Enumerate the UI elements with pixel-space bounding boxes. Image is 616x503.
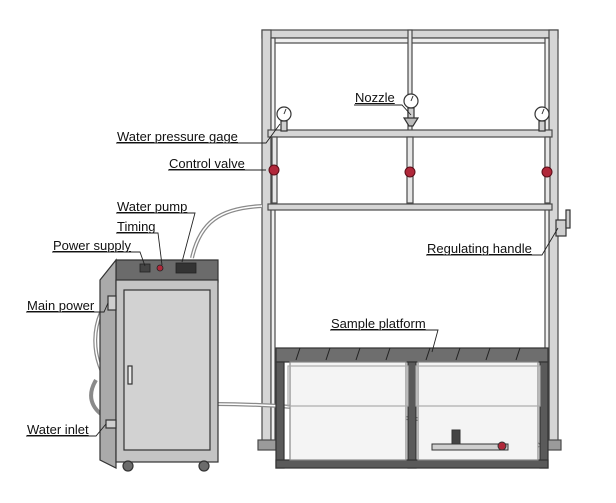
main-power-label: Main power	[27, 298, 95, 313]
regulating-handle-label: Regulating handle	[427, 241, 532, 256]
control-cabinet	[99, 258, 219, 472]
water-pressure-gage-label: Water pressure gage	[117, 129, 238, 144]
control-valve-label: Control valve	[169, 156, 245, 171]
power-supply-label: Power supply	[53, 238, 132, 253]
platform-slats	[295, 347, 521, 361]
water-inlet-label: Water inlet	[27, 422, 89, 437]
regulating-handle	[555, 209, 571, 237]
leader-lines	[26, 104, 559, 437]
bottom-valve	[431, 429, 509, 451]
control-valves	[268, 164, 553, 178]
water-pump-label: Water pump	[117, 199, 188, 214]
cabinet-controls	[139, 262, 197, 274]
timing-label: Timing	[117, 219, 156, 234]
pressure-gage-left	[276, 106, 292, 132]
sample-platform-label: Sample platform	[331, 316, 426, 331]
nozzle-label: Nozzle	[355, 90, 395, 105]
main-frame	[257, 29, 562, 451]
pressure-gage-right	[534, 106, 550, 132]
